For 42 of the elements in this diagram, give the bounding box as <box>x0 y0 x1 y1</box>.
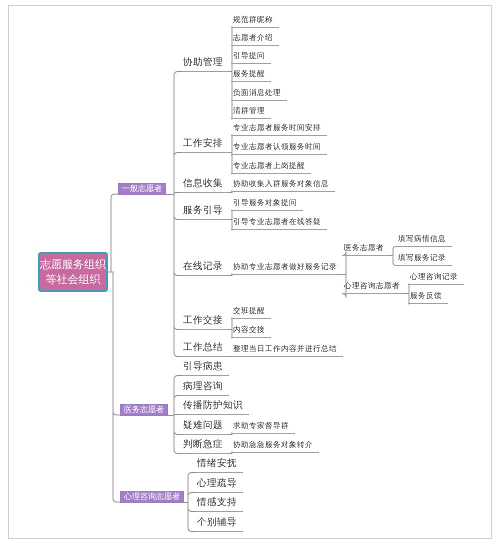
branch-label: 协助管理 <box>181 56 229 72</box>
branch-label: 判断急症 <box>181 438 229 454</box>
connector-line <box>228 134 232 153</box>
connector-line <box>390 246 396 256</box>
branch-label: 服务引导 <box>181 204 229 220</box>
branch-label: 情感支持 <box>195 496 243 512</box>
branch-label: 疑难问题 <box>181 419 229 435</box>
branch-label: 信息收集 <box>181 177 229 193</box>
branch-label: 工作交接 <box>181 314 229 330</box>
connector-line <box>166 194 182 357</box>
branch-label: 情绪安抚 <box>195 457 243 473</box>
connector-line <box>390 255 396 266</box>
root-box: 志愿服务组织等社会组织 <box>38 252 108 292</box>
branch-label: 病理咨询 <box>181 380 229 396</box>
connector-line <box>228 152 232 175</box>
branch-label: 工作总结 <box>181 341 229 357</box>
connector-line <box>228 432 232 435</box>
connector-line <box>342 274 346 298</box>
branch-label: 心理疏导 <box>195 477 243 493</box>
connector-line <box>228 451 232 454</box>
branch-label: 工作安排 <box>181 137 229 153</box>
category-box: 一般志愿者 <box>118 183 166 195</box>
connector-line <box>228 71 232 120</box>
connector-line <box>342 251 346 275</box>
connector-line <box>228 209 232 220</box>
branch-label: 引导病患 <box>181 360 229 376</box>
branch-label: 在线记录 <box>181 260 229 276</box>
connector-line <box>406 293 410 305</box>
connector-line <box>228 62 232 72</box>
connector-line <box>228 356 232 357</box>
connector-line <box>108 194 118 272</box>
connector-line <box>228 273 232 276</box>
category-box: 心理咨询志愿者 <box>120 491 184 503</box>
branch-label: 传播防护知识 <box>181 399 249 415</box>
connector-line <box>228 329 232 339</box>
connector-line <box>228 190 232 193</box>
connector-line <box>406 283 410 294</box>
connector-line <box>228 317 232 330</box>
connector-line <box>168 415 182 454</box>
branch-label: 个别辅导 <box>195 516 243 532</box>
connector-line <box>228 219 232 231</box>
category-box: 医务志愿者 <box>120 404 168 416</box>
